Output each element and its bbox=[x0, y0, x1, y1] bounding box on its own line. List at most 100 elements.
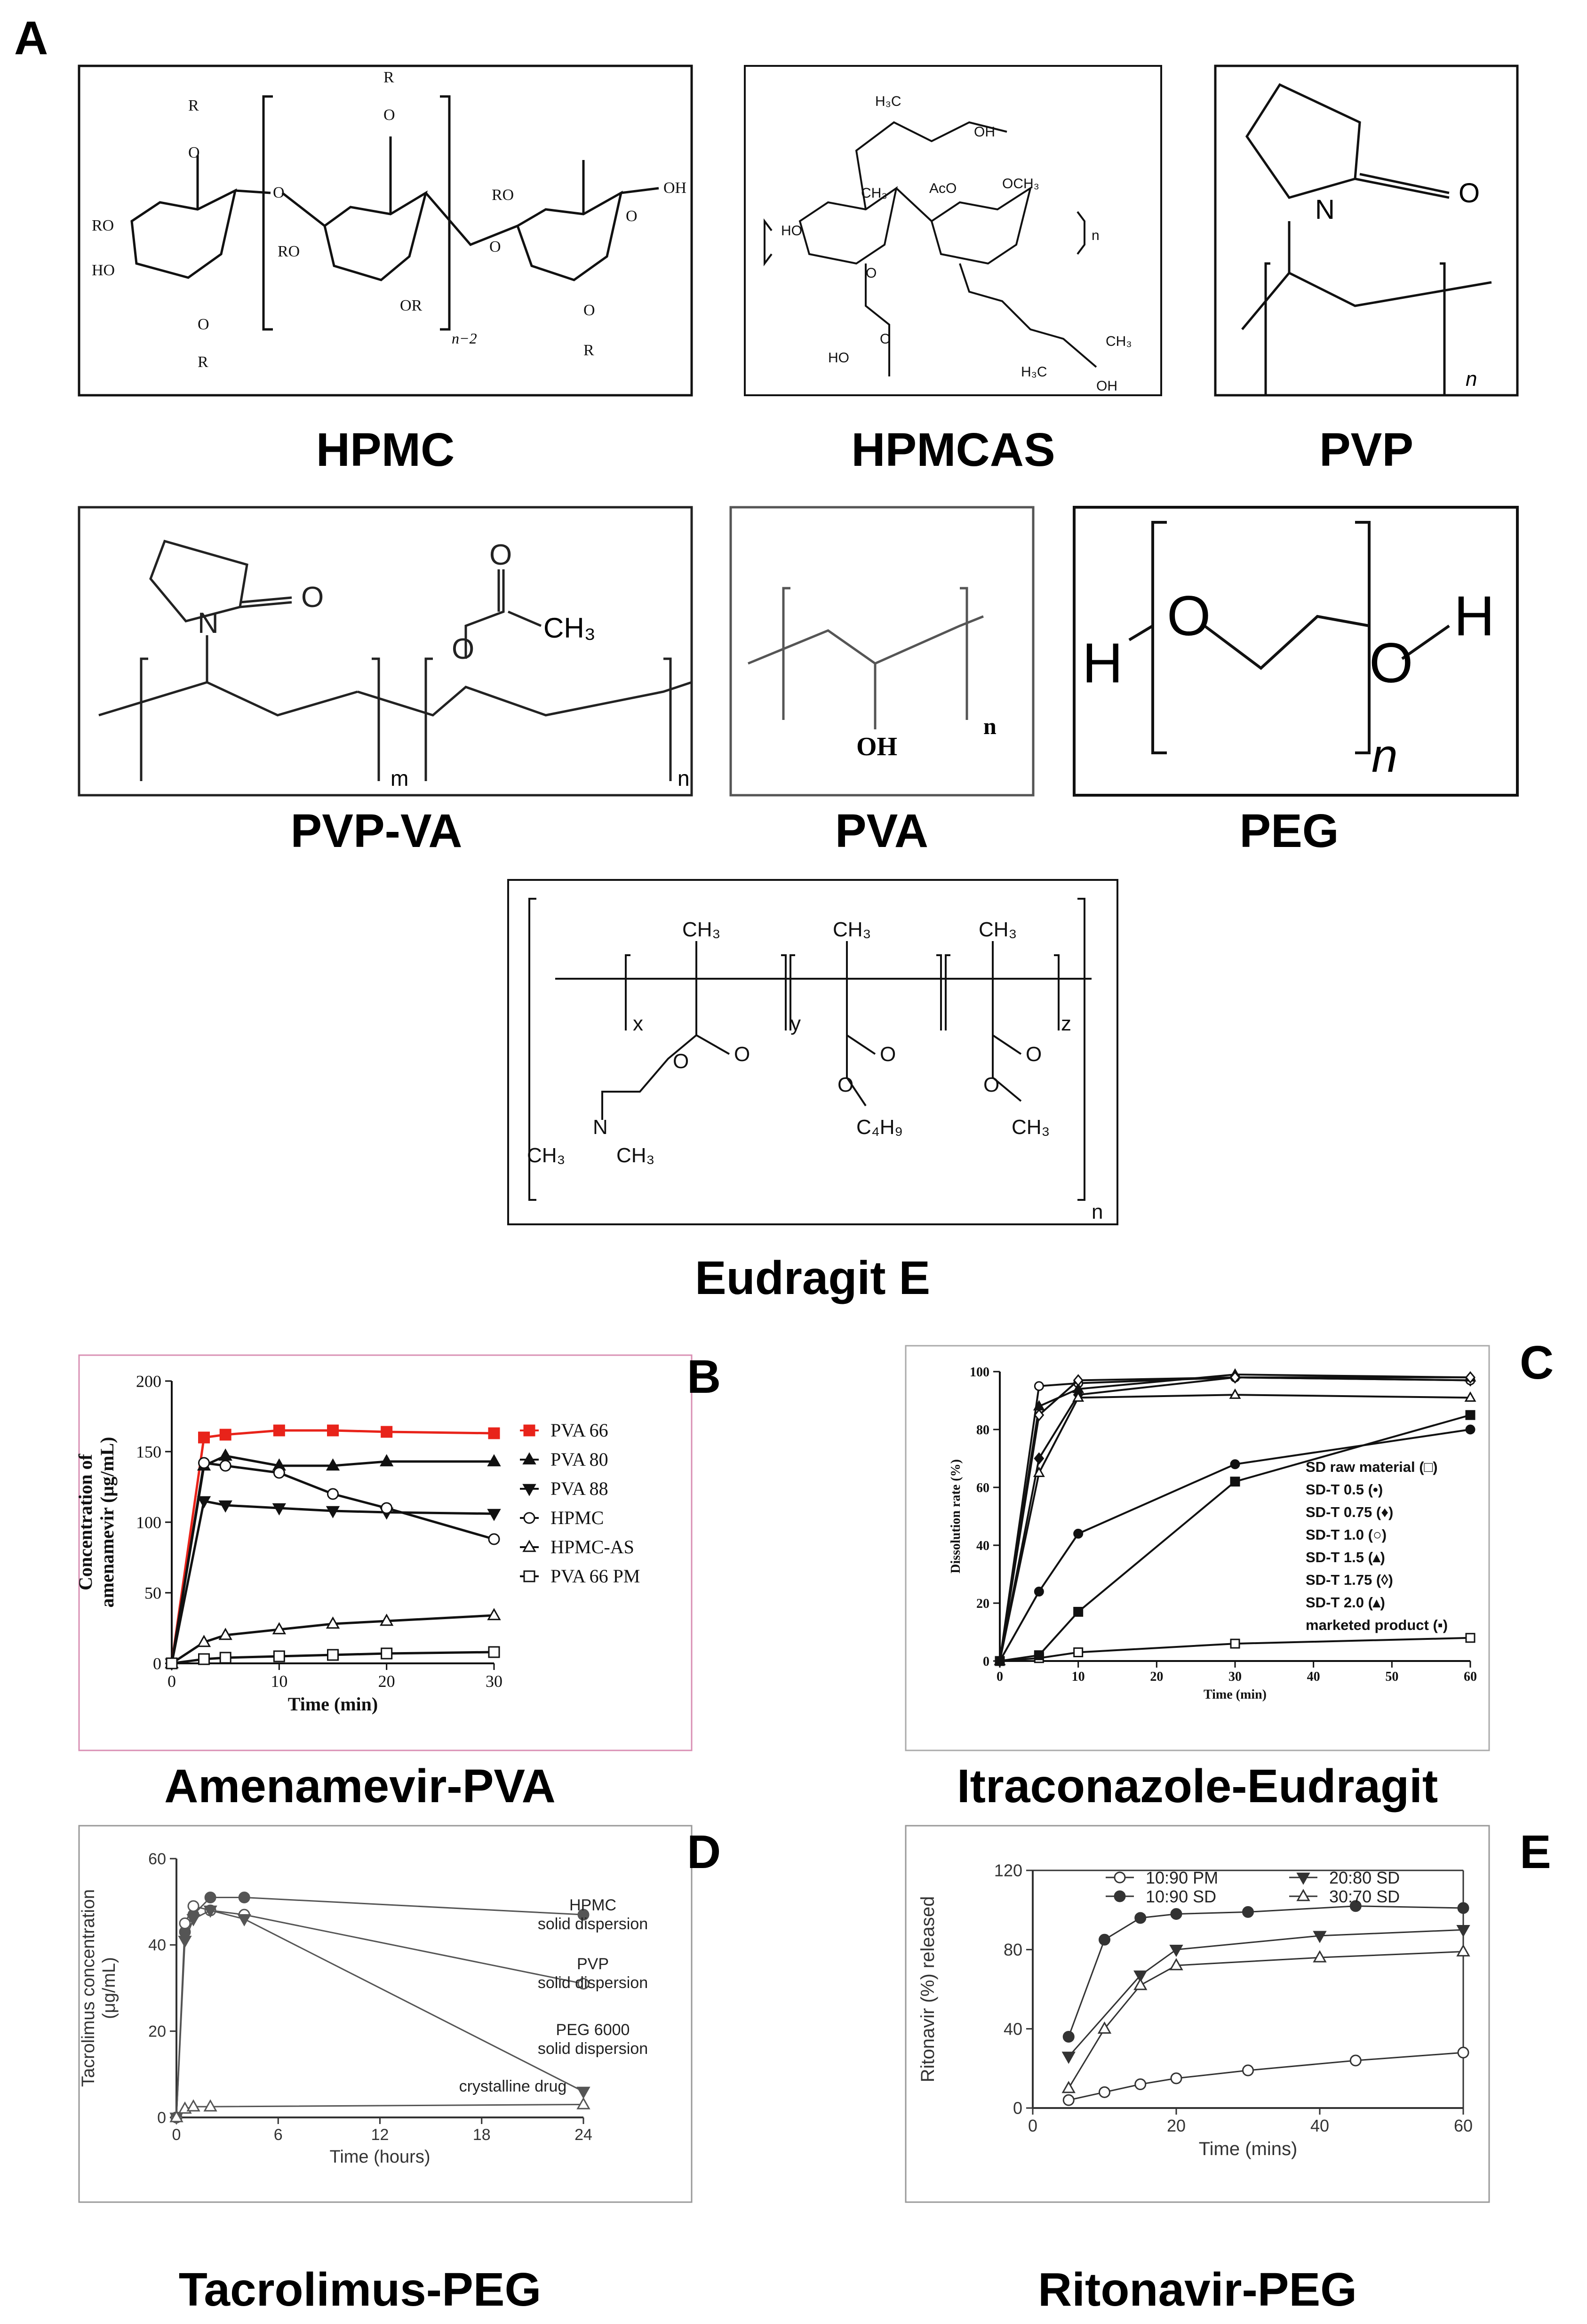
svg-text:RO: RO bbox=[492, 186, 514, 204]
legend-label: SD-T 0.75 (♦) bbox=[1306, 1504, 1393, 1520]
svg-text:R: R bbox=[198, 353, 208, 371]
series-line bbox=[1068, 1951, 1464, 2089]
data-point bbox=[1134, 2078, 1147, 2090]
data-point bbox=[1456, 1944, 1470, 1957]
pvpva-ch3: CH₃ bbox=[543, 612, 596, 644]
x-tick-label: 20 bbox=[1150, 1669, 1163, 1684]
peg-o-left: O bbox=[1167, 584, 1211, 647]
svg-text:y: y bbox=[790, 1012, 801, 1035]
data-point bbox=[273, 1467, 285, 1479]
peg-h-right: H bbox=[1454, 584, 1495, 647]
data-point bbox=[577, 1909, 590, 1921]
data-point bbox=[198, 1457, 210, 1469]
y-tick-label: 0 bbox=[983, 1654, 989, 1669]
svg-text:CH₃: CH₃ bbox=[861, 185, 887, 201]
eudragit-label: Eudragit E bbox=[695, 1252, 930, 1304]
data-point bbox=[197, 1635, 211, 1647]
data-point bbox=[487, 1509, 501, 1521]
svg-text:O: O bbox=[188, 144, 200, 161]
y-axis-label: Ritonavir (%) released bbox=[917, 1896, 938, 2083]
panel-letter-a: A bbox=[14, 12, 48, 64]
data-point bbox=[326, 1458, 340, 1471]
y-axis-label: amenamevir (μg/mL) bbox=[96, 1437, 118, 1608]
y-tick-label: 60 bbox=[148, 1850, 166, 1868]
data-point bbox=[218, 1448, 232, 1461]
legend-marker bbox=[523, 1570, 535, 1582]
legend-marker bbox=[522, 1452, 536, 1465]
hpmcas-structure bbox=[744, 65, 1162, 396]
x-axis-label: Time (hours) bbox=[330, 2147, 431, 2167]
pvp-n-subscript: n bbox=[1466, 367, 1477, 391]
peg-o-right: O bbox=[1369, 631, 1413, 695]
svg-text:O: O bbox=[626, 208, 638, 225]
y-tick-label: 60 bbox=[976, 1481, 989, 1495]
x-tick-label: 10 bbox=[271, 1672, 287, 1691]
legend-label: HPMC-AS bbox=[550, 1536, 634, 1557]
svg-text:O: O bbox=[583, 302, 595, 319]
svg-text:O: O bbox=[301, 581, 324, 614]
annotation-label: crystalline drug bbox=[459, 2077, 567, 2095]
x-axis-label: Time (min) bbox=[1204, 1687, 1267, 1702]
data-point bbox=[1062, 2094, 1075, 2106]
data-point bbox=[381, 1502, 393, 1514]
data-point bbox=[219, 1429, 231, 1441]
data-point bbox=[381, 1426, 393, 1438]
annotation-label: solid dispersion bbox=[538, 1915, 648, 1933]
data-point bbox=[198, 1431, 210, 1444]
peg-n-subscript: n bbox=[1372, 729, 1398, 782]
legend-label: 10:90 PM bbox=[1146, 1868, 1218, 1887]
svg-text:HO: HO bbox=[781, 223, 802, 239]
legend-label: SD-T 1.5 (▴) bbox=[1306, 1549, 1385, 1565]
legend-label: SD-T 0.5 (•) bbox=[1306, 1481, 1383, 1498]
data-point bbox=[1073, 1647, 1084, 1658]
series-line bbox=[175, 2104, 584, 2118]
data-point bbox=[1034, 1452, 1045, 1465]
x-axis-label: Time (min) bbox=[288, 1693, 378, 1715]
svg-text:O: O bbox=[880, 1043, 896, 1066]
data-point bbox=[203, 2099, 217, 2112]
legend-marker bbox=[522, 1484, 536, 1496]
svg-text:CH₃: CH₃ bbox=[616, 1144, 654, 1167]
svg-text:O: O bbox=[452, 633, 474, 665]
legend-marker bbox=[522, 1540, 536, 1552]
data-point bbox=[272, 1622, 287, 1635]
svg-text:O: O bbox=[383, 106, 395, 124]
data-point bbox=[1465, 1410, 1475, 1420]
panel-letter-d: D bbox=[687, 1826, 721, 1878]
y-axis-label: (μg/mL) bbox=[99, 1957, 119, 2019]
pvpva-n-subscript: n bbox=[678, 766, 690, 791]
data-point bbox=[379, 1613, 394, 1626]
svg-text:CH₃: CH₃ bbox=[979, 918, 1017, 941]
data-point bbox=[1169, 1958, 1183, 1971]
data-point bbox=[487, 1608, 501, 1621]
legend-label: SD-T 1.0 (○) bbox=[1306, 1526, 1387, 1543]
x-tick-label: 10 bbox=[1072, 1669, 1085, 1684]
y-tick-label: 40 bbox=[1004, 2019, 1022, 2038]
svg-text:AcO: AcO bbox=[929, 181, 957, 196]
y-tick-label: 200 bbox=[136, 1372, 161, 1391]
data-point bbox=[198, 1653, 210, 1665]
svg-text:R: R bbox=[583, 342, 594, 359]
y-tick-label: 40 bbox=[148, 1936, 166, 1954]
svg-text:CH₃: CH₃ bbox=[682, 918, 720, 941]
data-point bbox=[1073, 1374, 1084, 1387]
svg-text:OH: OH bbox=[1096, 378, 1117, 394]
svg-text:z: z bbox=[1061, 1012, 1071, 1035]
svg-text:R: R bbox=[383, 69, 394, 86]
pvpva-atoms: NO OO bbox=[198, 539, 512, 665]
data-point bbox=[178, 1935, 192, 1948]
svg-text:O: O bbox=[198, 316, 209, 333]
x-tick-label: 40 bbox=[1307, 1669, 1320, 1684]
data-point bbox=[1072, 1391, 1085, 1402]
data-point bbox=[1230, 1638, 1240, 1649]
legend-marker bbox=[1296, 1889, 1310, 1901]
x-tick-label: 6 bbox=[274, 2126, 283, 2144]
hpmc-structure bbox=[78, 64, 693, 397]
x-tick-label: 0 bbox=[1028, 2116, 1037, 2135]
annotation-label: HPMC bbox=[569, 1896, 616, 1914]
x-tick-label: 20 bbox=[1167, 2116, 1186, 2135]
